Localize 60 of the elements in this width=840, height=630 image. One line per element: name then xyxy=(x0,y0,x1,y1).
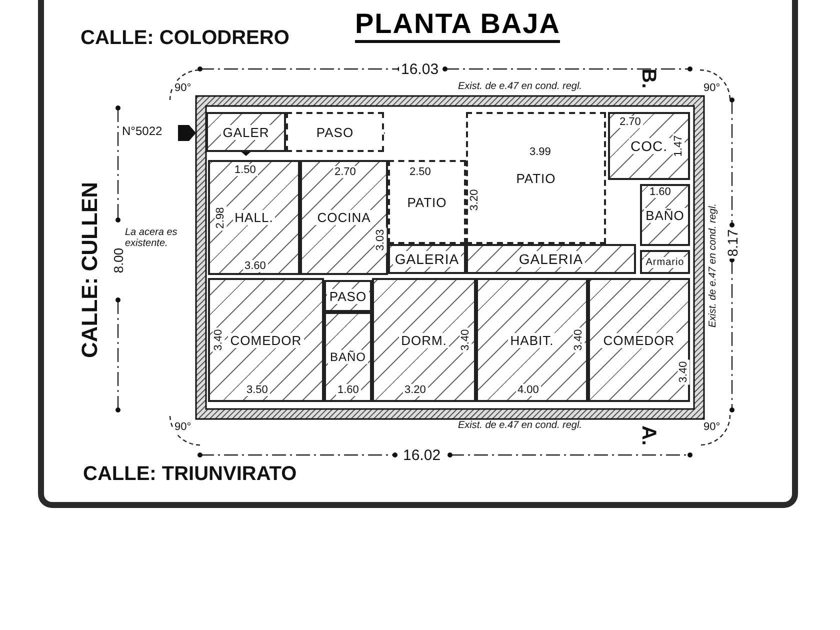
dimension-value: 4.00 xyxy=(516,384,541,396)
room-name: DORM. xyxy=(399,332,449,348)
room-name: COCINA xyxy=(315,210,373,225)
dimension-value: 1.60 xyxy=(648,186,673,198)
room-area xyxy=(300,160,388,275)
note: Exist. de e.47 en cond. regl. xyxy=(456,420,584,430)
room-area xyxy=(208,278,324,402)
room-area xyxy=(640,250,690,274)
dimension-value: 3.20 xyxy=(402,384,428,396)
room-area xyxy=(324,312,372,402)
room-area xyxy=(588,278,690,402)
room-name: BAÑO xyxy=(328,350,368,364)
room-area xyxy=(388,160,466,244)
room-name: COMEDOR xyxy=(228,332,304,348)
dimension-value: 8.00 xyxy=(110,245,126,275)
room-area xyxy=(286,112,384,152)
room-area xyxy=(466,112,606,244)
room-name: BAÑO xyxy=(644,208,686,222)
angle-value: 90° xyxy=(172,421,194,433)
section-mark: A. xyxy=(636,425,660,445)
angle-value: 90° xyxy=(172,82,194,94)
room-name: HALL. xyxy=(232,210,276,225)
dimension-value: 2.70 xyxy=(332,166,358,178)
room-name: COC. xyxy=(628,138,670,154)
room-name: GALER xyxy=(220,124,272,140)
room-name: GALERIA xyxy=(516,251,586,267)
note: Exist. de e.47 en cond. regl. xyxy=(456,80,584,92)
room-name: GALERIA xyxy=(392,251,462,267)
room-area xyxy=(466,244,636,274)
street-name: CALLE: TRIUNVIRATO xyxy=(83,462,297,486)
street-name: CALLE: COLODRERO xyxy=(80,26,290,50)
room-name: COMEDOR xyxy=(601,332,677,348)
room-name: PATIO xyxy=(405,194,449,210)
room-name: HABIT. xyxy=(508,332,556,348)
room-area xyxy=(324,280,372,312)
room-name: Armario xyxy=(644,256,686,268)
house-number: N°5022 xyxy=(122,124,162,138)
room-area xyxy=(372,278,476,402)
room-area xyxy=(476,278,588,402)
plan-title: PLANTA BAJA xyxy=(355,8,560,43)
dimension-value: 3.60 xyxy=(242,260,268,272)
street-name: CALLE: CULLEN xyxy=(77,182,103,358)
section-mark: B. xyxy=(636,68,660,88)
angle-value: 90° xyxy=(702,82,722,94)
room-area xyxy=(206,112,286,152)
room-name: PASO xyxy=(327,288,369,304)
dimension-value: 16.02 xyxy=(401,446,443,464)
dimension-value: 2.50 xyxy=(408,166,433,178)
dimension-value: 1.50 xyxy=(232,164,258,176)
dimension-value: 3.99 xyxy=(528,146,553,158)
room-area xyxy=(388,244,466,274)
dimension-value: 3.50 xyxy=(244,384,270,396)
room-area xyxy=(640,184,690,246)
room-name: PATIO xyxy=(514,170,558,186)
dimension-value: 16.03 xyxy=(399,60,441,78)
room-area xyxy=(208,160,300,275)
angle-value: 90° xyxy=(702,421,722,433)
dimension-value: 2.70 xyxy=(618,116,643,128)
dimension-value: 1.60 xyxy=(336,384,361,396)
room-area xyxy=(608,112,690,180)
